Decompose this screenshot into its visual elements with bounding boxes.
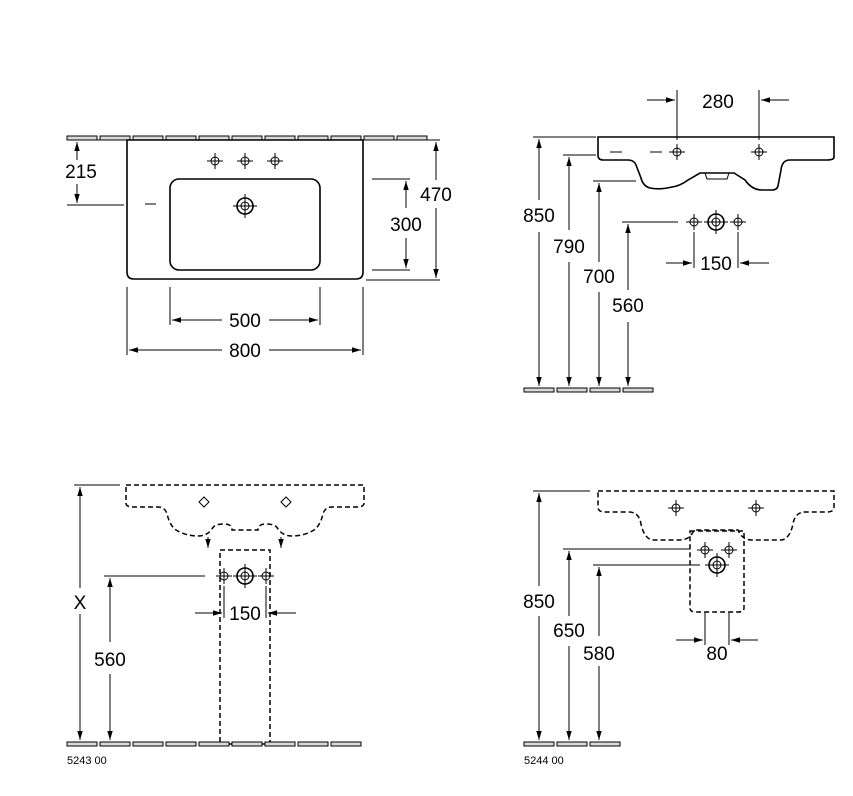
- supply-right-icon: [729, 213, 747, 231]
- basin-side-outline: [597, 136, 835, 191]
- dim-800: 800: [229, 341, 261, 362]
- dim-560-a: 560: [94, 650, 126, 671]
- dim-850: 850: [523, 206, 555, 227]
- dim-500: 500: [229, 311, 261, 332]
- dim-790: 790: [553, 237, 585, 258]
- waste-outlet-icon: [703, 209, 729, 235]
- variant-a-supply-left-icon: [215, 567, 233, 585]
- basin-b-dashed-outline: [597, 490, 835, 541]
- variant-b-view: 80 850 650 580 5244 00: [523, 490, 835, 767]
- dim-80: 80: [706, 644, 727, 665]
- semi-pedestal-dashed-outline: [689, 530, 745, 613]
- dim-150: 150: [700, 254, 732, 275]
- dim-580: 580: [583, 644, 615, 665]
- tap-hole-center-icon: [236, 152, 254, 170]
- variant-b-supply-right-icon: [720, 541, 738, 559]
- basin-dashed-outline: [125, 484, 365, 537]
- dim-300: 300: [390, 215, 422, 236]
- bowl-outline: [169, 178, 321, 271]
- side-tap-left-icon: [668, 143, 686, 161]
- side-view: 280 150 850 790 700 560: [523, 90, 835, 393]
- variant-b-supply-left-icon: [696, 541, 714, 559]
- dim-215: 215: [65, 162, 97, 183]
- tap-hole-right-icon: [266, 152, 284, 170]
- variant-b-drain-icon: [704, 552, 730, 578]
- article-code-b: 5244 00: [524, 755, 564, 767]
- variant-b-tap-left-icon: [667, 499, 685, 517]
- dim-560: 560: [612, 296, 644, 317]
- variant-a-view: 150 X 560 5243 00: [66, 484, 365, 767]
- basin-outline: [126, 139, 364, 280]
- wall-strip: [66, 135, 428, 141]
- dim-470: 470: [420, 185, 452, 206]
- variant-a-supply-right-icon: [257, 567, 275, 585]
- article-code-a: 5243 00: [67, 755, 107, 767]
- dim-650: 650: [553, 621, 585, 642]
- tap-hole-left-icon: [206, 152, 224, 170]
- dim-150-a: 150: [229, 604, 261, 625]
- drain-icon: [232, 193, 258, 219]
- supply-left-icon: [685, 213, 703, 231]
- variant-b-tap-right-icon: [747, 499, 765, 517]
- dim-x: X: [74, 593, 87, 614]
- top-view: 215 470 300 500 800: [65, 135, 452, 362]
- side-tap-right-icon: [750, 143, 768, 161]
- variant-a-drain-icon: [232, 563, 258, 589]
- dim-280: 280: [702, 92, 734, 113]
- dim-850-b: 850: [523, 592, 555, 613]
- dim-700: 700: [583, 267, 615, 288]
